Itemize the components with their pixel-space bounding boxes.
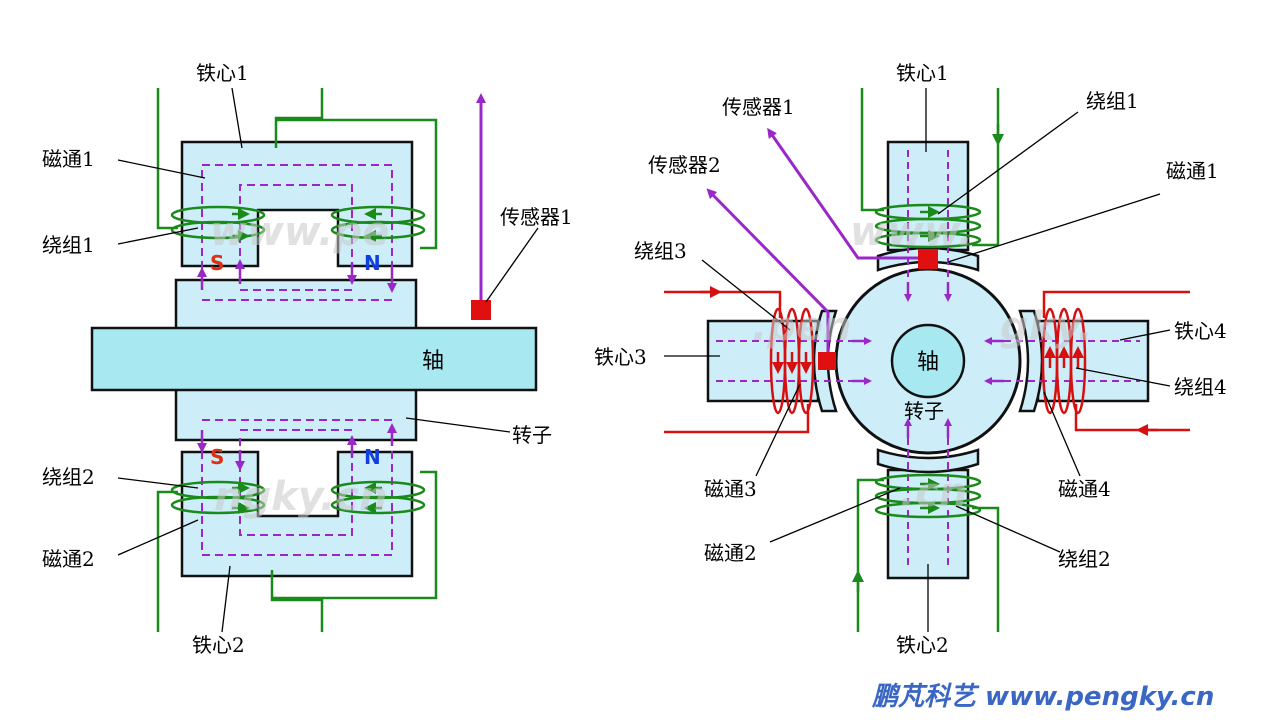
right-rotor-label: 转子	[904, 399, 944, 423]
right-winding-1-label: 绕组1	[1086, 89, 1139, 113]
left-rotor-label: 转子	[512, 423, 552, 447]
right-sensor-2	[818, 352, 836, 370]
left-flux-2-label: 磁通2	[42, 547, 95, 571]
watermark: www.pe ngky.cn www. .pen gky. .cn	[210, 209, 1093, 520]
watermark-part-6: .cn	[900, 470, 967, 516]
right-leader-lines	[664, 88, 1171, 632]
right-sensor-2-label: 传感器2	[648, 153, 721, 177]
left-winding-2	[156, 470, 438, 632]
right-shaft	[890, 323, 966, 399]
right-winding-3	[664, 286, 815, 434]
right-flux-arrows	[852, 282, 1004, 438]
left-diagram: S N S N 铁心1 磁通1 绕组1 传感器1 轴 转子 绕组2 磁通2 铁心…	[42, 61, 573, 657]
right-diagram: 铁心1 传感器1 绕组1 传感器2 磁通1 绕组3 铁心3 铁心4 绕组4 轴 …	[594, 61, 1227, 657]
left-flux-arrows	[197, 259, 397, 471]
right-winding-2	[852, 473, 1000, 632]
right-winding-3-label: 绕组3	[634, 239, 687, 263]
right-sensor-1-lead	[767, 127, 918, 260]
left-sensor-1	[471, 300, 491, 320]
right-shaft-label: 轴	[917, 350, 939, 375]
left-leader-lines	[117, 87, 539, 633]
right-sensor-1-label: 传感器1	[722, 95, 795, 119]
right-winding-4-label: 绕组4	[1174, 375, 1227, 399]
watermark-part-3: www.	[850, 209, 974, 255]
right-flux-3-label: 磁通3	[704, 477, 757, 501]
left-shaft	[90, 326, 538, 392]
right-winding-2-label: 绕组2	[1058, 547, 1111, 571]
watermark-part-5: gky.	[1000, 304, 1093, 350]
footer-brand: 鹏芃科艺 www.pengky.cn	[871, 682, 1214, 712]
left-pole-s-bottom: S	[210, 445, 224, 469]
right-core-1-label: 铁心1	[896, 61, 949, 85]
right-sensor-2-lead	[706, 188, 830, 354]
right-winding-4	[1041, 290, 1190, 436]
right-sensor-1	[918, 249, 938, 269]
left-flux-1-label: 磁通1	[42, 147, 95, 171]
watermark-part-2: ngky.cn	[214, 474, 388, 520]
left-core-1-label: 铁心1	[196, 61, 249, 85]
left-sensor-1-label: 传感器1	[500, 205, 573, 229]
left-pole-n-top: N	[364, 251, 381, 275]
right-pole-shoe-2	[876, 448, 980, 474]
right-core-2-label: 铁心2	[896, 633, 949, 657]
right-flux-1-label: 磁通1	[1166, 159, 1219, 183]
right-core-3-label: 铁心3	[594, 345, 647, 369]
right-flux-2-label: 磁通2	[704, 541, 757, 565]
left-winding-1	[156, 88, 438, 250]
left-pole-n-bottom: N	[364, 445, 381, 469]
right-winding-1	[860, 88, 1004, 249]
left-shaft-label: 轴	[422, 349, 444, 374]
right-core-4-label: 铁心4	[1174, 319, 1227, 343]
right-flux-paths	[716, 150, 1140, 570]
left-winding-2-label: 绕组2	[42, 465, 95, 489]
left-winding-1-label: 绕组1	[42, 233, 95, 257]
right-pole-shoe-4	[1018, 309, 1044, 413]
left-core-2-label: 铁心2	[192, 633, 245, 657]
right-flux-4-label: 磁通4	[1058, 477, 1111, 501]
watermark-part-1: www.pe	[210, 209, 389, 255]
left-pole-s-top: S	[210, 251, 224, 275]
watermark-part-4: .pen	[752, 304, 851, 350]
